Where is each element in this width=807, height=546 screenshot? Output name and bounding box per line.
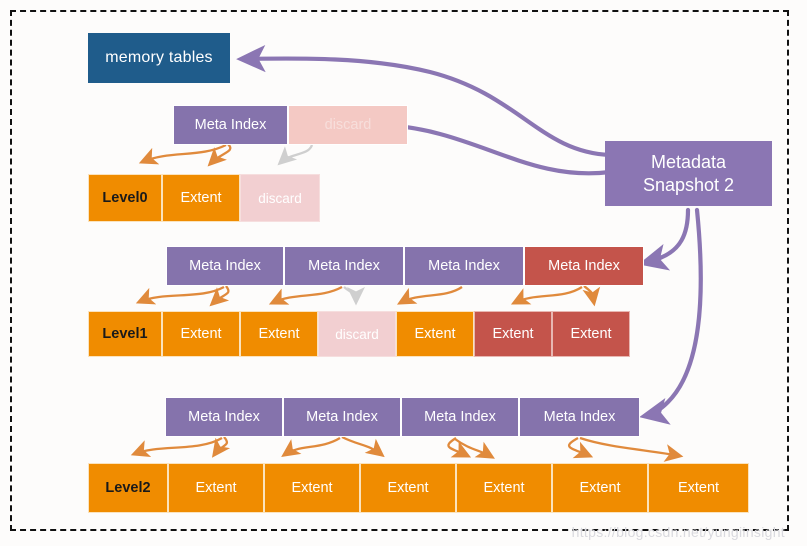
level1-extent-1-label: Extent — [258, 326, 300, 342]
arrow-l2-meta1-right — [211, 436, 231, 458]
level1-extent-4-label: Extent — [570, 326, 612, 342]
level0-meta-index-0[interactable]: Meta Index — [173, 105, 288, 145]
level0-discard-cell[interactable]: discard — [240, 174, 320, 222]
memory-tables-label: memory tables — [105, 49, 213, 66]
snapshot-line-1: Metadata — [650, 152, 727, 172]
level1-discard-cell[interactable]: discard — [318, 311, 396, 357]
level2-extent-3[interactable]: Extent — [456, 463, 552, 513]
arrow-l1-meta4-left — [510, 286, 583, 305]
level2-extent-5-label: Extent — [677, 480, 720, 496]
level1-row-label[interactable]: Level1 — [88, 311, 162, 357]
level1-extent-4[interactable]: Extent — [552, 311, 630, 357]
level1-extent-2-label: Extent — [414, 326, 456, 342]
level1-meta-index-2[interactable]: Meta Index — [404, 246, 524, 286]
level1-meta-index-0-label: Meta Index — [189, 258, 261, 274]
level1-meta-index-1[interactable]: Meta Index — [284, 246, 404, 286]
level2-meta-index-1-label: Meta Index — [306, 409, 378, 425]
level1-meta-index-2-label: Meta Index — [428, 258, 500, 274]
level2-extent-4[interactable]: Extent — [552, 463, 648, 513]
arrow-l1-meta1-left — [135, 285, 225, 305]
level2-meta-index-3-label: Meta Index — [543, 409, 616, 425]
arrow-l1-meta2-left — [268, 285, 343, 305]
level1-discard-cell-label: discard — [335, 326, 379, 342]
arrow-l0-meta-to-extent — [207, 143, 232, 167]
arrow-l1-meta1-right — [209, 285, 230, 307]
level1-extent-2[interactable]: Extent — [396, 311, 474, 357]
level2-extent-1[interactable]: Extent — [264, 463, 360, 513]
level2-meta-index-3[interactable]: Meta Index — [519, 397, 640, 437]
arrow-l2-meta2-left — [281, 437, 341, 457]
level2-extent-1-label: Extent — [291, 480, 333, 496]
level1-meta-index-0[interactable]: Meta Index — [166, 246, 284, 286]
arrow-l0-discard-meta-to-discard-cell — [277, 144, 314, 166]
snapshot-line-2: Snapshot 2 — [642, 174, 735, 195]
arrow-l1-meta4-right — [582, 285, 601, 307]
level0-row-label-text: Level0 — [102, 190, 148, 206]
level0-extent-0-label: Extent — [180, 190, 222, 206]
level2-meta-index-0-label: Meta Index — [188, 409, 260, 425]
arrow-l1-meta2-grey-discard — [343, 286, 365, 306]
arrow-snapshot-to-level1-meta-index — [638, 207, 691, 271]
level2-meta-index-2[interactable]: Meta Index — [401, 397, 519, 437]
level1-meta-index-3[interactable]: Meta Index — [524, 246, 644, 286]
level2-extent-4-label: Extent — [579, 480, 621, 496]
arrow-l2-meta4-left — [567, 436, 594, 459]
level1-extent-3[interactable]: Extent — [474, 311, 552, 357]
arrow-l1-meta3-left — [396, 286, 463, 305]
level1-meta-index-1-label: Meta Index — [308, 258, 380, 274]
level1-extent-0[interactable]: Extent — [162, 311, 240, 357]
level0-meta-index-discard-label: discard — [324, 117, 372, 133]
level1-row-label-text: Level1 — [102, 326, 148, 342]
metadata-snapshot-box[interactable]: Metadata Snapshot 2 — [605, 141, 772, 206]
arrow-l0-meta-to-level0-cell — [138, 143, 227, 165]
arrow-l2-meta2-right — [341, 435, 385, 458]
watermark-text: https://blog.csdn.net/yungiinsight — [571, 524, 785, 540]
level1-extent-1[interactable]: Extent — [240, 311, 318, 357]
level2-row-label[interactable]: Level2 — [88, 463, 168, 513]
arrow-l2-meta1-left — [130, 437, 223, 458]
arrow-snapshot-to-level2-meta-index — [639, 207, 703, 425]
level2-extent-3-label: Extent — [483, 480, 525, 496]
level1-meta-index-3-label: Meta Index — [548, 258, 620, 274]
level0-discard-cell-label: discard — [258, 190, 302, 206]
level2-row-label-text: Level2 — [105, 480, 151, 496]
arrow-l2-meta4-right — [579, 436, 684, 462]
arrow-l2-meta3-right — [454, 438, 495, 459]
level0-meta-index-0-label: Meta Index — [194, 117, 267, 133]
level2-meta-index-2-label: Meta Index — [424, 409, 496, 425]
level2-extent-2[interactable]: Extent — [360, 463, 456, 513]
level2-meta-index-0[interactable]: Meta Index — [165, 397, 283, 437]
level1-extent-0-label: Extent — [180, 326, 222, 342]
level2-extent-0[interactable]: Extent — [168, 463, 264, 513]
level1-extent-3-label: Extent — [492, 326, 534, 342]
memory-tables-box[interactable]: memory tables — [88, 33, 230, 83]
level0-row-label[interactable]: Level0 — [88, 174, 162, 222]
level0-meta-index-discard[interactable]: discard — [288, 105, 408, 145]
level2-extent-5[interactable]: Extent — [648, 463, 749, 513]
level2-extent-2-label: Extent — [387, 480, 429, 496]
arrow-l2-meta3-left — [447, 437, 472, 458]
level0-extent-0[interactable]: Extent — [162, 174, 240, 222]
level2-extent-0-label: Extent — [195, 480, 237, 496]
level2-meta-index-1[interactable]: Meta Index — [283, 397, 401, 437]
